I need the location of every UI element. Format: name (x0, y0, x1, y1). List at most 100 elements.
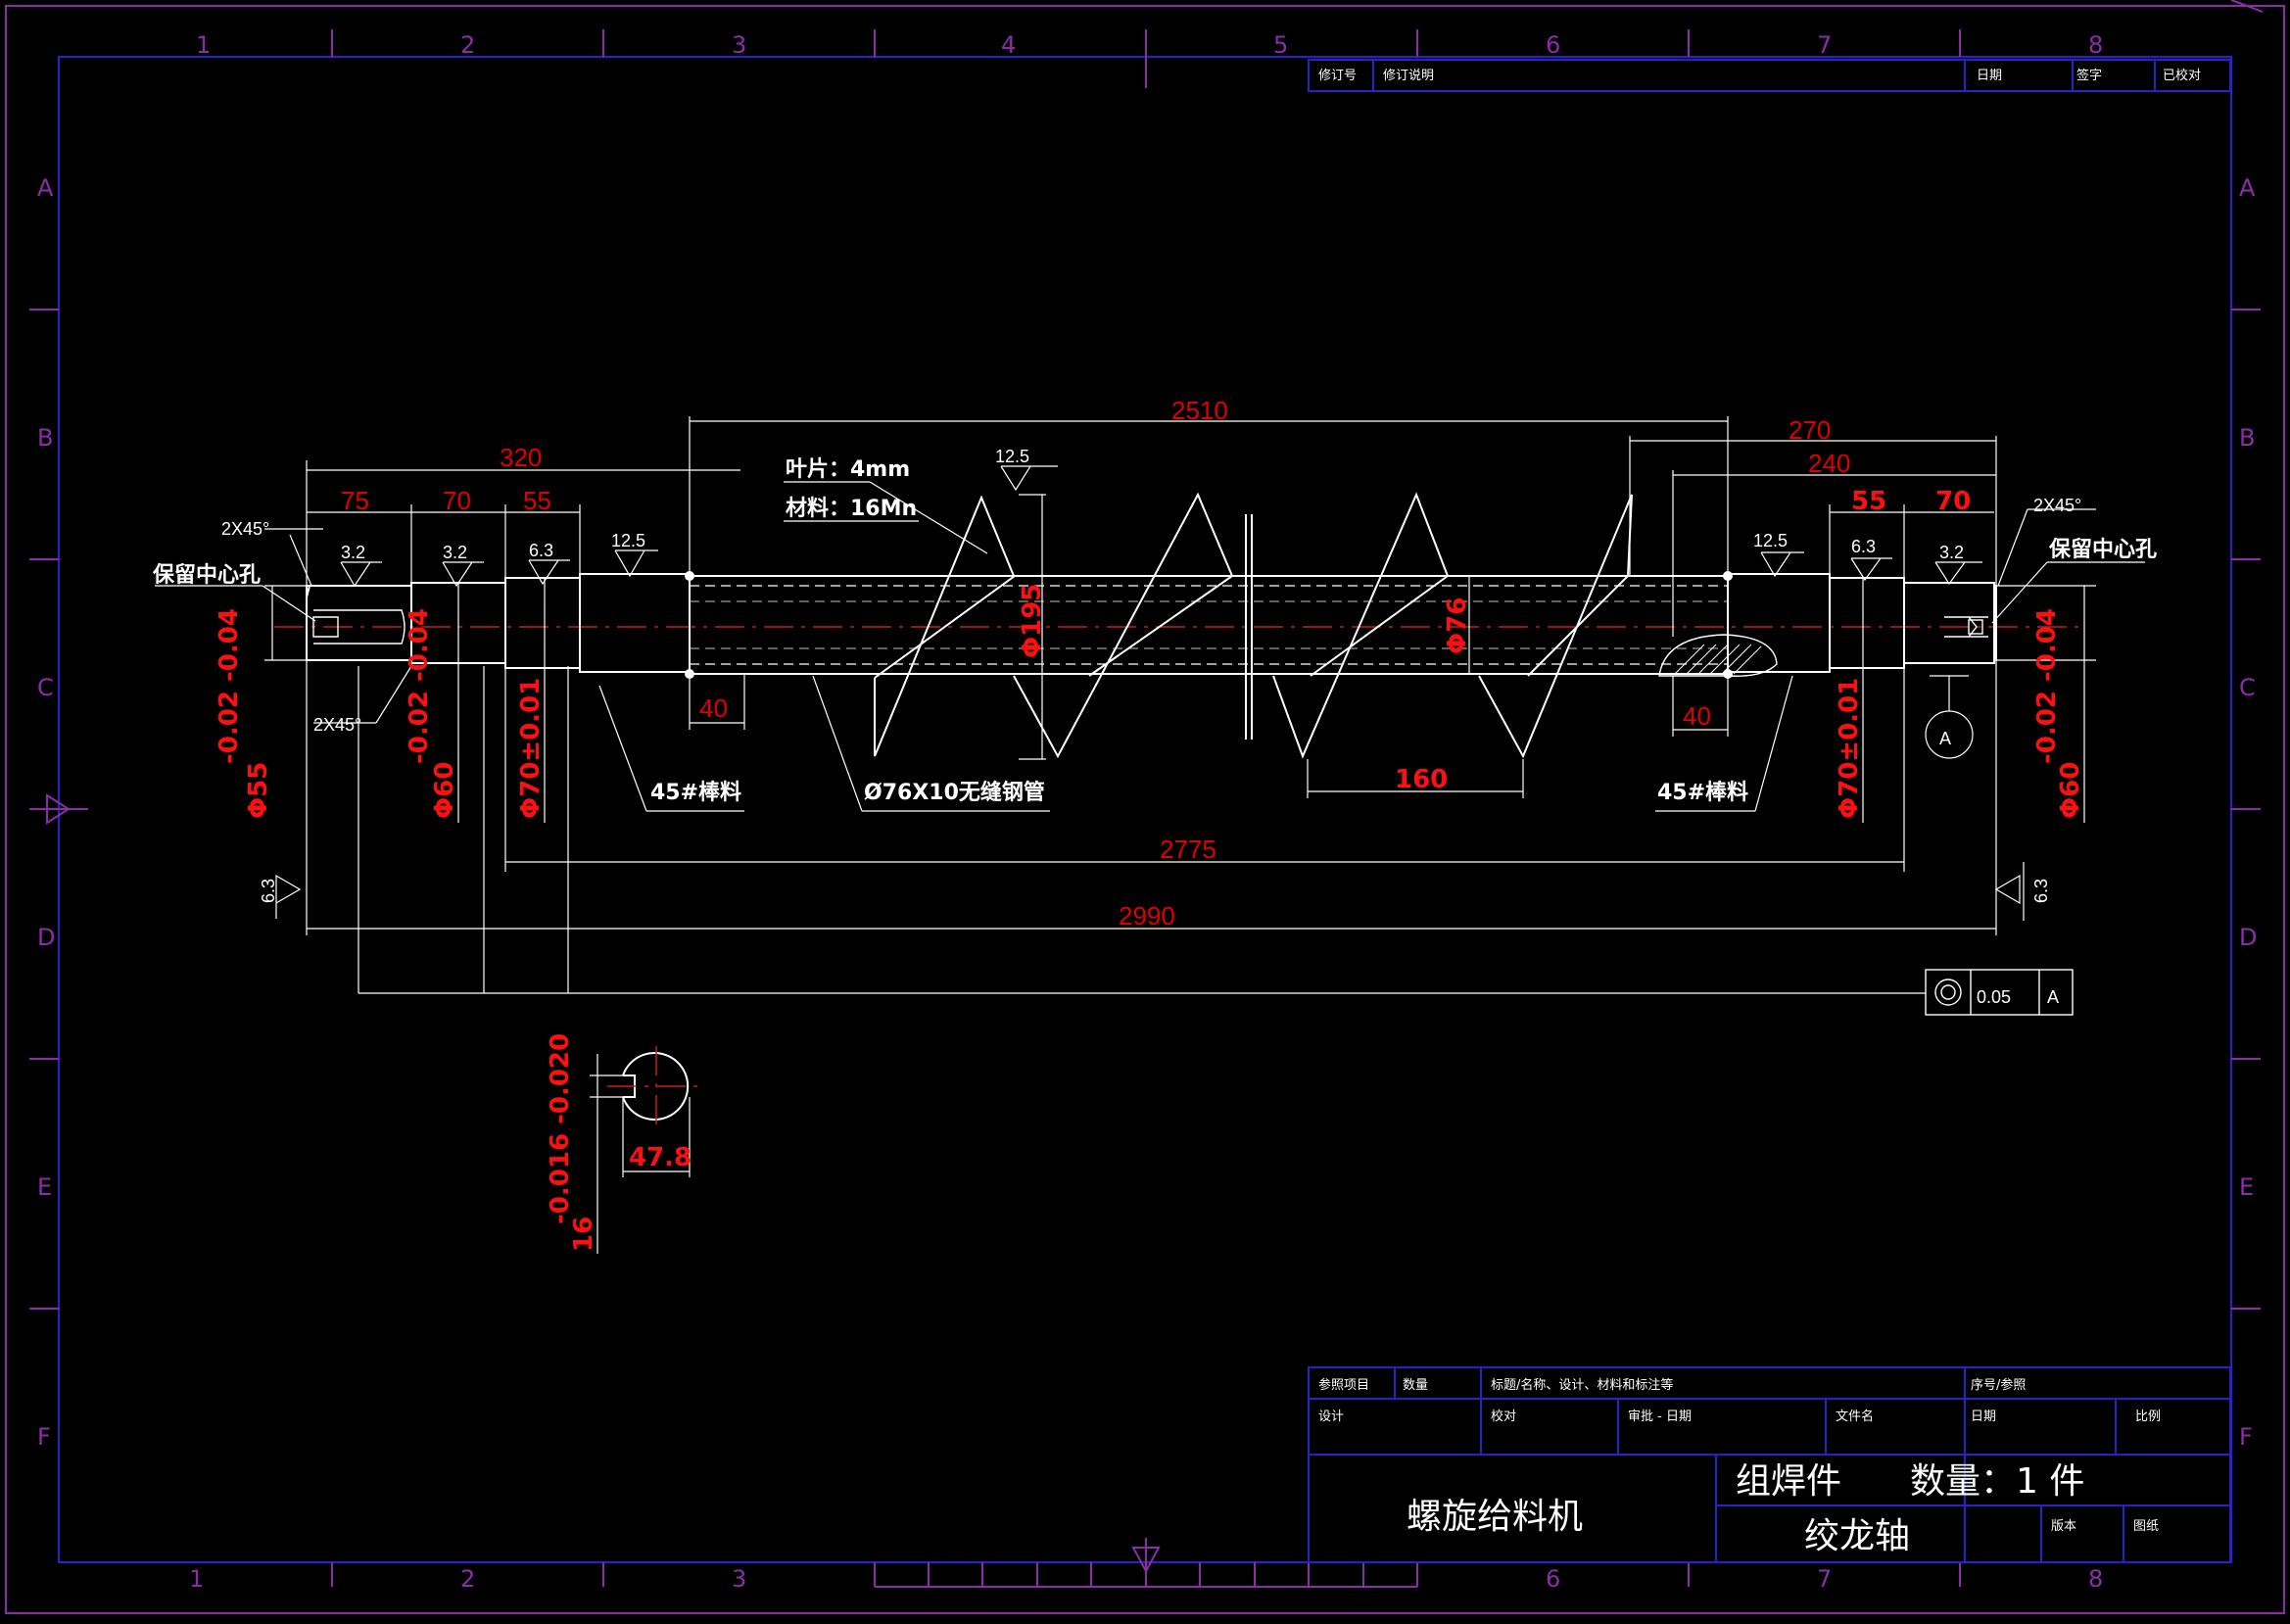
roughness-3-2-c: 3.2 (1939, 543, 1964, 562)
revision-block: 修订号 修订说明 日期 签字 已校对 (1308, 59, 2231, 92)
tb-date: 日期 (1971, 1409, 1996, 1424)
title-block: 参照项目 数量 标题/名称、设计、材料和标注等 序号/参照 设计 校对 审批 -… (1308, 1366, 2231, 1563)
dim-phi195: Φ195 (1018, 584, 1047, 658)
dim-phi70-right: Φ70±0.01 (1835, 678, 1864, 819)
roughness-6-3-b: 6.3 (1851, 537, 1876, 556)
annotations: 叶片：4mm 材料：16Mn 保留中心孔 保留中心孔 45#棒料 45#棒料 Ø… (152, 457, 2157, 805)
zone-row-a-right: A (2239, 174, 2256, 202)
zone-row-b: B (37, 424, 53, 452)
zone-col-3: 3 (732, 31, 746, 59)
segment-bar-left (579, 573, 691, 673)
segment-phi70-left (504, 577, 581, 669)
dim-keyway-16-tolerance: -0.016 -0.020 (546, 1033, 575, 1224)
zone-col-8-bottom: 8 (2088, 1565, 2103, 1593)
dim-75: 75 (341, 486, 369, 515)
tb-qty-big: 数量：1 件 (1910, 1461, 2084, 1502)
note-material: 材料：16Mn (786, 497, 917, 521)
tolerance-datum: A (2047, 987, 2059, 1007)
chamfer-left-top: 2X45° (221, 519, 269, 539)
roughness-12-5-a: 12.5 (611, 531, 645, 550)
zone-col-2: 2 (460, 31, 475, 59)
rev-date-label: 日期 (1977, 69, 2002, 83)
note-center-hole-right: 保留中心孔 (2048, 537, 2157, 562)
dim-phi55: Φ55 (244, 762, 273, 819)
chamfer-right: 2X45° (2033, 496, 2081, 515)
dim-phi76: Φ76 (1443, 597, 1472, 654)
tb-design: 设计 (1318, 1409, 1344, 1424)
dim-phi70-left: Φ70±0.01 (516, 678, 546, 819)
note-bar-left: 45#棒料 (650, 781, 741, 805)
dim-2510: 2510 (1171, 396, 1228, 425)
dimension-texts: 2510 320 75 70 55 270 240 55 70 40 40 16… (215, 396, 2085, 931)
zone-row-f: F (37, 1423, 51, 1451)
zone-row-d: D (37, 924, 55, 951)
keyway-section: 47.8 16 -0.016 -0.020 (546, 1033, 705, 1254)
roughness-3-2-a: 3.2 (341, 543, 365, 562)
tolerance-value: 0.05 (1977, 987, 2011, 1007)
dim-270: 270 (1789, 415, 1831, 445)
helix-blades (874, 492, 1633, 759)
dim-phi60-right: Φ60 (2056, 762, 2085, 819)
zone-col-6-bottom: 6 (1546, 1565, 1560, 1593)
roughness-6-3-right: 6.3 (2031, 879, 2051, 903)
zone-col-3-bottom: 3 (732, 1565, 746, 1593)
dim-70-right: 70 (1935, 487, 1971, 516)
rev-sign-label: 签字 (2076, 68, 2102, 83)
dim-keyway-47-8: 47.8 (629, 1143, 692, 1172)
dim-55: 55 (523, 486, 551, 515)
dim-2775: 2775 (1160, 835, 1217, 864)
zone-col-7-bottom: 7 (1817, 1565, 1832, 1593)
dim-phi60-left-tolerance: -0.02 -0.04 (405, 608, 434, 764)
sheet-frame: 1 2 3 4 5 6 7 8 1 2 3 6 7 8 A B C D E F … (5, 0, 2285, 1614)
tb-std: 标题/名称、设计、材料和标注等 (1491, 1377, 1673, 1393)
tb-check: 校对 (1491, 1409, 1516, 1424)
roughness-6-3-left: 6.3 (259, 879, 278, 903)
zone-row-c: C (37, 674, 54, 701)
roughness-6-3-a: 6.3 (529, 541, 553, 560)
zone-row-b-right: B (2239, 424, 2255, 452)
zone-col-6: 6 (1546, 31, 1560, 59)
note-center-hole-left: 保留中心孔 (152, 562, 261, 588)
shaft-view (274, 492, 2086, 759)
zone-row-e-right: E (2239, 1173, 2254, 1201)
segment-phi60-right (1903, 582, 1995, 664)
zone-row-e: E (37, 1173, 52, 1201)
tb-seq: 序号/参照 (1971, 1377, 2026, 1393)
roughness-12-5-c: 12.5 (1753, 531, 1788, 550)
note-pipe: Ø76X10无缝钢管 (864, 780, 1045, 805)
dim-55-right: 55 (1851, 487, 1886, 516)
tb-assembly: 组焊件 (1736, 1461, 1841, 1502)
roughness-12-5-b: 12.5 (995, 447, 1029, 466)
zone-col-1: 1 (196, 31, 211, 59)
zone-col-8: 8 (2088, 31, 2103, 59)
datum-a-label: A (1939, 729, 1951, 748)
zone-col-2-bottom: 2 (460, 1565, 475, 1593)
segment-phi55 (306, 585, 412, 661)
dim-phi55-tolerance: -0.02 -0.04 (215, 608, 244, 764)
segment-phi70-right (1829, 577, 1905, 669)
tb-part-name: 绞龙轴 (1804, 1516, 1910, 1556)
zone-row-f-right: F (2239, 1423, 2253, 1451)
dim-40-left: 40 (699, 693, 728, 723)
zone-col-4: 4 (1001, 31, 1016, 59)
chamfer-left-bottom: 2X45° (313, 715, 361, 735)
zone-col-1-bottom: 1 (189, 1565, 204, 1593)
tb-approve: 审批 - 日期 (1628, 1409, 1692, 1424)
zone-col-5: 5 (1273, 31, 1288, 59)
tolerance-frame: 0.05 A (1925, 969, 2074, 1016)
note-bar-right: 45#棒料 (1657, 781, 1748, 805)
dimension-lines (155, 416, 2145, 994)
tb-file: 文件名 (1836, 1409, 1874, 1424)
dim-160: 160 (1395, 765, 1448, 794)
dim-40-right: 40 (1683, 701, 1711, 731)
note-blade: 叶片：4mm (786, 457, 910, 482)
dim-70: 70 (443, 486, 471, 515)
zone-col-7: 7 (1817, 31, 1832, 59)
dim-240: 240 (1808, 449, 1850, 478)
tb-ref-item: 参照项目 (1318, 1377, 1369, 1393)
dim-320: 320 (500, 443, 542, 472)
tb-qty: 数量 (1403, 1378, 1428, 1393)
tb-scale: 比例 (2135, 1409, 2161, 1424)
